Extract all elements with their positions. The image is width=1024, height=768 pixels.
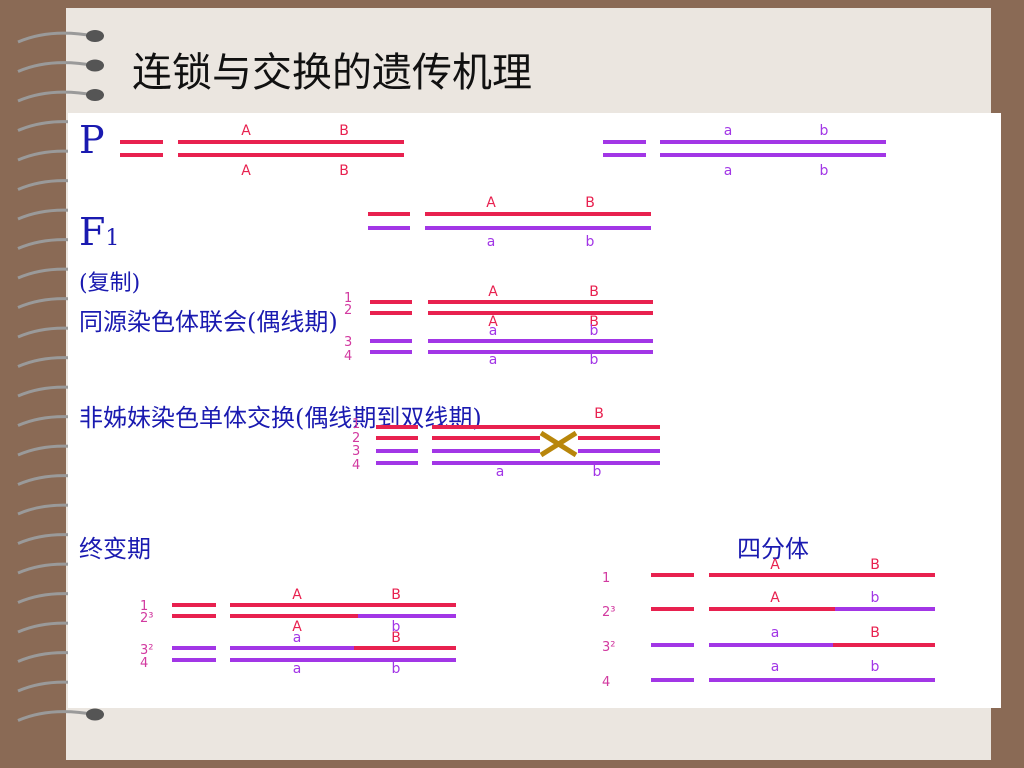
parent-ab-recessive: a b a b — [603, 123, 886, 179]
allele-label: A — [241, 123, 251, 139]
svg-text:2³: 2³ — [602, 605, 615, 620]
svg-text:B: B — [391, 587, 401, 603]
spiral-ring — [17, 90, 95, 103]
label-f1: F1 — [79, 210, 120, 254]
svg-text:3²: 3² — [602, 640, 615, 655]
allele-label: B — [339, 163, 349, 179]
diakinesis-tetrad: 1 2³ 3² 4 A B A b a B a b — [140, 587, 456, 677]
svg-text:A: A — [292, 587, 302, 603]
label-diakinesis: 终变期 — [79, 535, 151, 563]
label-parent: P — [79, 118, 105, 162]
spiral-hole — [86, 89, 104, 101]
svg-text:a: a — [771, 659, 780, 675]
svg-text:4: 4 — [352, 458, 360, 473]
svg-text:A: A — [770, 557, 780, 573]
svg-text:b: b — [593, 464, 602, 480]
label-synapsis: 同源染色体联会(偶线期) — [79, 308, 338, 336]
svg-text:B: B — [594, 406, 604, 422]
svg-text:b: b — [871, 590, 880, 606]
allele-label: B — [585, 195, 595, 211]
svg-text:a: a — [293, 661, 302, 677]
svg-text:A: A — [770, 590, 780, 606]
svg-text:3: 3 — [344, 335, 352, 350]
svg-text:a: a — [489, 352, 498, 368]
svg-text:4: 4 — [140, 656, 148, 671]
svg-text:3²: 3² — [140, 643, 153, 658]
parent-ab-dominant: A B A B — [120, 123, 404, 179]
svg-text:b: b — [392, 619, 401, 635]
allele-label: b — [820, 123, 829, 139]
svg-text:1: 1 — [602, 571, 610, 586]
page-title: 连锁与交换的遗传机理 — [132, 50, 532, 96]
svg-text:A: A — [292, 619, 302, 635]
svg-text:B: B — [870, 557, 880, 573]
svg-text:2: 2 — [352, 431, 360, 446]
svg-text:b: b — [392, 661, 401, 677]
tetrad-chromatids: 1 2³ 3² 4 A B A b a B a b — [602, 557, 935, 690]
svg-text:B: B — [870, 625, 880, 641]
svg-text:A: A — [488, 284, 498, 300]
spiral-hole — [86, 708, 104, 721]
allele-label: a — [724, 123, 733, 139]
svg-text:1: 1 — [352, 417, 360, 432]
svg-text:B: B — [589, 314, 599, 330]
spiral-ring — [17, 710, 95, 722]
allele-label: b — [586, 234, 595, 250]
allele-label: b — [820, 163, 829, 179]
spiral-ring — [17, 31, 95, 44]
allele-label: A — [486, 195, 496, 211]
spiral-hole — [86, 59, 104, 72]
svg-text:3: 3 — [352, 444, 360, 459]
f1-heterozygote: A B a b — [368, 195, 651, 250]
svg-text:a: a — [496, 464, 505, 480]
svg-text:B: B — [589, 284, 599, 300]
svg-text:b: b — [590, 323, 599, 339]
crossover-tetrad: 1 2 3 4 B a b — [352, 406, 660, 480]
svg-text:a: a — [771, 625, 780, 641]
svg-text:1: 1 — [140, 599, 148, 614]
allele-label: a — [724, 163, 733, 179]
svg-text:4: 4 — [344, 349, 352, 364]
svg-text:b: b — [590, 352, 599, 368]
spiral-ring — [17, 61, 95, 73]
svg-text:b: b — [871, 659, 880, 675]
allele-label: a — [487, 234, 496, 250]
label-replicate: (复制) — [79, 271, 141, 296]
synapsis-tetrad: 1 2 3 4 A B A B a b a b — [344, 284, 653, 368]
svg-text:4: 4 — [602, 675, 610, 690]
svg-text:2: 2 — [344, 303, 352, 318]
svg-text:B: B — [391, 630, 401, 646]
svg-text:2³: 2³ — [140, 611, 153, 626]
allele-label: B — [339, 123, 349, 139]
svg-text:1: 1 — [344, 291, 352, 306]
svg-text:a: a — [293, 630, 302, 646]
allele-label: A — [241, 163, 251, 179]
crossover-mark — [539, 430, 578, 458]
label-tetrad: 四分体 — [737, 535, 809, 563]
svg-text:A: A — [488, 314, 498, 330]
spiral-hole — [86, 30, 104, 42]
svg-text:a: a — [489, 323, 498, 339]
